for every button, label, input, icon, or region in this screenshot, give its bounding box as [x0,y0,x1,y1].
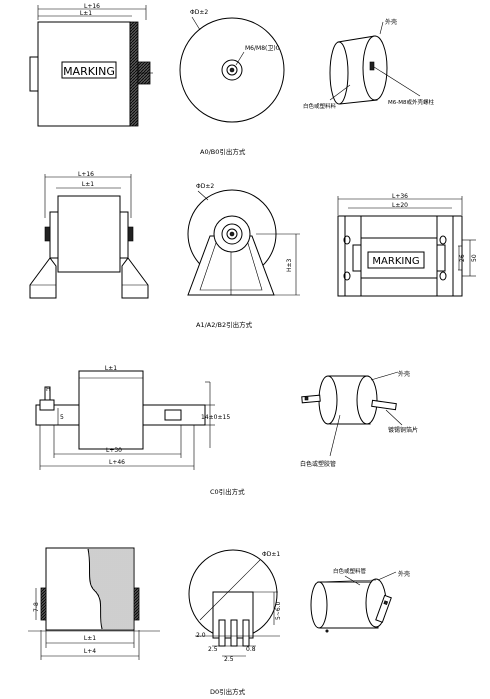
d0-d4-label: 0.8 [246,646,256,653]
a1-end-view: ΦD±2 H±3 [187,183,300,296]
d0-iso-cap-label: 外壳 [398,570,410,578]
a0-iso-body-label: 白色或塑料料 [303,102,337,110]
d0-len-inner-label: L±1 [84,635,96,642]
a0-side-view: L+16 L±1 MARKING [29,3,153,127]
a1-dia-label: ΦD±2 [196,183,214,190]
a1-top-view: L+36 L±20 MARKING 26 50 [337,193,478,297]
d0-d1-label: 2.0 [196,632,206,639]
a0-dia-label: ΦD±2 [190,9,208,16]
c0-h-label: H [46,386,51,393]
d0-end-view: ΦD±1 5~6.0 2.0 2.5 2.5 0.8 [188,549,282,663]
a1-marking-text: MARKING [372,256,419,267]
d0-side-view: L±1 L+4 7-8 [28,547,160,660]
d0-isometric-view: 白色或塑料管 外壳 [310,567,410,633]
c0-isometric-view: 外壳 镀锡铜箔片 白色或塑胶管 [300,370,418,468]
a0-len-outer-label: L+16 [84,3,100,10]
a0-iso-stud-label: M6-M8或外壳螺柱 [388,98,434,106]
a0-isometric-view: 外壳 白色或塑料料 M6-M8或外壳螺柱 [303,18,434,110]
a0-stud-label: M6/M8(卫)0 [245,45,280,52]
c0-five-label: 5 [60,414,64,421]
a0-iso-cap-label: 外壳 [385,18,397,26]
d0-caption: D0引出方式 [210,687,246,696]
d0-dim-right-label: 5~6.0 [275,601,282,620]
a0-end-view: ΦD±2 M6/M8(卫)0 [179,9,285,123]
c0-side-view: L±1 H 5 14±0±15 L+30 L+46 [35,365,230,470]
d0-len-outer-label: L+4 [84,648,96,655]
d0-dia-label: ΦD±1 [262,551,280,558]
a1-side-view: L+16 L±1 [29,171,149,299]
a1-dim-b-label: 50 [471,254,478,262]
c0-iso-cap-label: 外壳 [398,370,410,378]
d0-dim-left-label: 7-8 [33,602,40,612]
c0-l30-label: L+30 [106,447,122,454]
c0-caption: C0引出方式 [210,487,245,496]
d0-d3-label: 2.5 [224,656,234,663]
a1-len-r-inner-label: L±20 [392,202,408,209]
d0-iso-body-label: 白色或塑料管 [333,567,367,575]
a1-len-outer-label: L+16 [78,171,94,178]
a1-height-label: H±3 [286,258,293,272]
d0-d2-label: 2.5 [208,646,218,653]
c0-l46-label: L+46 [109,459,125,466]
a1-caption: A1/A2/B2引出方式 [196,320,253,329]
a1-dim-a-label: 26 [459,254,466,262]
c0-iso-tab-label: 镀锡铜箔片 [388,426,418,434]
c0-width-label: 14±0±15 [201,414,230,421]
a0-marking-text: MARKING [63,65,115,78]
a0-caption: A0/B0引出方式 [200,147,246,156]
a1-len-inner-label: L±1 [82,181,94,188]
c0-iso-body-label: 白色或塑胶管 [300,460,336,468]
c0-top-label: L±1 [105,365,117,372]
a1-len-r-outer-label: L+36 [392,193,408,200]
a0-len-inner-label: L±1 [80,10,92,17]
